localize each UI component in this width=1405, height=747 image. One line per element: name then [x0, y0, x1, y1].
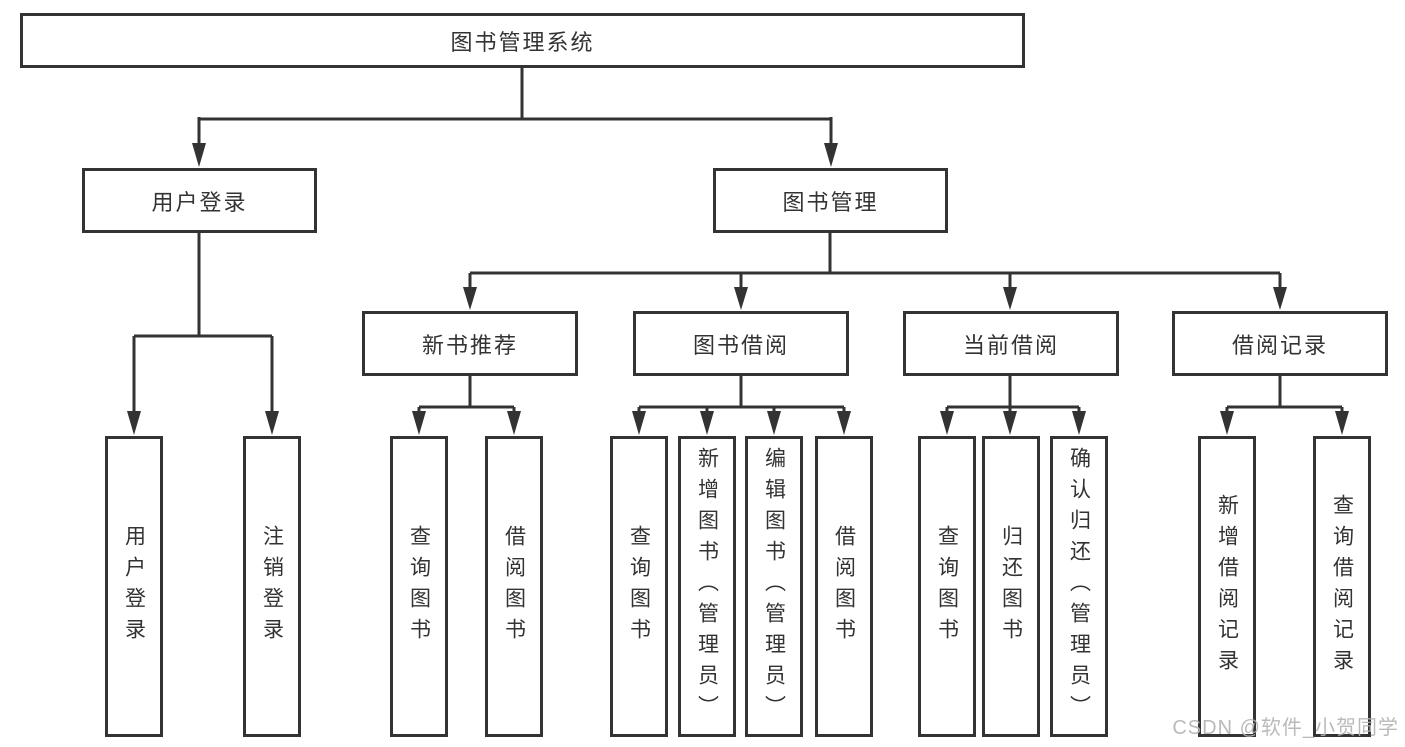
- leaf-return-book: 归还图书: [982, 436, 1040, 737]
- leaf-logout-label: 注销登录: [260, 524, 284, 649]
- leaf-query-books-current: 查询图书: [918, 436, 976, 737]
- arrowhead: [1220, 411, 1234, 435]
- arrowhead: [1072, 411, 1086, 435]
- leaf-user-login: 用户登录: [105, 436, 163, 737]
- arrowhead: [632, 411, 646, 435]
- arrowhead: [412, 411, 426, 435]
- connector-book-borrowing-children: [632, 376, 851, 435]
- leaf-return-book-label: 归还图书: [999, 524, 1023, 649]
- node-book-borrowing: 图书借阅: [633, 311, 849, 376]
- leaf-edit-book-admin-label: 编辑图书（管理员）: [762, 447, 786, 726]
- node-root-label: 图书管理系统: [450, 29, 595, 55]
- node-current-borrowing-label: 当前借阅: [962, 332, 1059, 358]
- leaf-query-books-current-label: 查询图书: [935, 524, 959, 649]
- node-book-borrowing-label: 图书借阅: [692, 332, 789, 358]
- arrowhead: [1335, 411, 1349, 435]
- node-book-management-label: 图书管理: [782, 189, 879, 215]
- arrowhead: [767, 411, 781, 435]
- leaf-query-borrow-record: 查询借阅记录: [1313, 436, 1371, 737]
- leaf-edit-book-admin: 编辑图书（管理员）: [745, 436, 803, 737]
- leaf-borrow-books-recommend: 借阅图书: [485, 436, 543, 737]
- connector-new-book-recommend-children: [412, 376, 521, 435]
- leaf-query-borrow-record-label: 查询借阅记录: [1330, 493, 1354, 680]
- arrowhead: [734, 287, 748, 310]
- arrowhead: [127, 411, 141, 435]
- node-user-login: 用户登录: [82, 168, 317, 233]
- arrowhead: [1273, 287, 1287, 310]
- arrowhead: [940, 411, 954, 435]
- leaf-confirm-return-admin-label: 确认归还（管理员）: [1067, 447, 1091, 726]
- leaf-add-book-admin: 新增图书（管理员）: [678, 436, 736, 737]
- arrowhead: [192, 143, 206, 167]
- node-borrow-records: 借阅记录: [1172, 311, 1388, 376]
- watermark-text: CSDN @软件_小贺同学: [1172, 717, 1399, 739]
- leaf-add-borrow-record-label: 新增借阅记录: [1215, 493, 1239, 680]
- node-current-borrowing: 当前借阅: [903, 311, 1119, 376]
- node-user-login-label: 用户登录: [151, 189, 248, 215]
- leaf-query-books-recommend: 查询图书: [390, 436, 448, 737]
- arrowhead: [463, 287, 477, 310]
- leaf-confirm-return-admin: 确认归还（管理员）: [1050, 436, 1108, 737]
- leaf-borrow-books: 借阅图书: [815, 436, 873, 737]
- arrowhead: [1003, 411, 1017, 435]
- connector-root-to-level2: [192, 66, 838, 167]
- arrowhead: [700, 411, 714, 435]
- leaf-borrow-books-recommend-label: 借阅图书: [502, 524, 526, 649]
- connector-book-management-children: [463, 233, 1287, 310]
- node-new-book-recommend: 新书推荐: [362, 311, 578, 376]
- arrowhead: [1003, 287, 1017, 310]
- leaf-logout: 注销登录: [243, 436, 301, 737]
- arrowhead: [837, 411, 851, 435]
- arrowhead: [824, 143, 838, 167]
- arrowhead: [507, 411, 521, 435]
- connector-borrow-records-children: [1220, 376, 1349, 435]
- node-borrow-records-label: 借阅记录: [1231, 332, 1328, 358]
- connector-current-borrowing-children: [940, 376, 1086, 435]
- connector-user-login-children: [127, 233, 279, 435]
- leaf-query-books-borrowing: 查询图书: [610, 436, 668, 737]
- leaf-add-book-admin-label: 新增图书（管理员）: [695, 447, 719, 726]
- node-new-book-recommend-label: 新书推荐: [421, 332, 518, 358]
- leaf-query-books-borrowing-label: 查询图书: [627, 524, 651, 649]
- leaf-query-books-recommend-label: 查询图书: [407, 524, 431, 649]
- leaf-user-login-label: 用户登录: [122, 524, 146, 649]
- node-root: 图书管理系统: [20, 13, 1025, 68]
- leaf-add-borrow-record: 新增借阅记录: [1198, 436, 1256, 737]
- node-book-management: 图书管理: [713, 168, 948, 233]
- arrowhead: [265, 411, 279, 435]
- leaf-borrow-books-label: 借阅图书: [832, 524, 856, 649]
